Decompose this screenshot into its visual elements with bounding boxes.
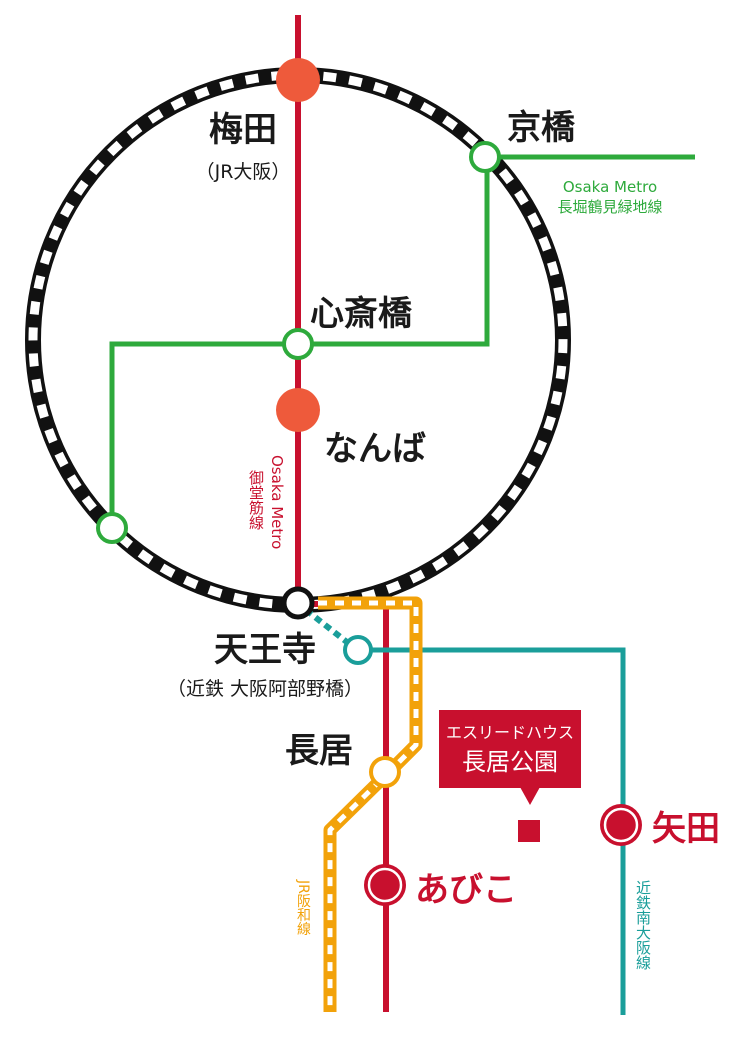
jr-hanwa-line xyxy=(318,596,423,1012)
midosuji-line-label-2: 御堂筋線 xyxy=(247,470,265,530)
tennoji-sublabel: （近鉄 大阪阿部野橋） xyxy=(167,678,363,700)
property-name-line1: エスリードハウス xyxy=(446,723,574,742)
kyobashi-label: 京橋 xyxy=(507,108,575,148)
shinsaibashi-station-marker[interactable] xyxy=(282,328,314,360)
loop-sw-station-marker[interactable] xyxy=(96,512,128,544)
nagahori-line-label-1: Osaka Metro xyxy=(563,178,657,196)
umeda-station-marker[interactable] xyxy=(276,58,320,102)
yata-label: 矢田 xyxy=(652,809,720,849)
namba-station-marker[interactable] xyxy=(276,388,320,432)
midosuji-line xyxy=(295,15,389,1012)
umeda-sublabel: （JR大阪） xyxy=(196,161,291,183)
property-location-marker[interactable] xyxy=(518,820,540,842)
property-name-line2: 長居公園 xyxy=(462,748,558,776)
nagai-station-marker[interactable] xyxy=(369,756,401,788)
abiko-label: あびこ xyxy=(415,870,517,910)
umeda-label: 梅田 xyxy=(209,110,277,150)
kyobashi-station-marker[interactable] xyxy=(469,141,501,173)
kintetsu-line-label: 近鉄南大阪線 xyxy=(634,880,652,970)
nagahori-line-label-2: 長堀鶴見緑地線 xyxy=(557,198,662,216)
tennoji-station-marker[interactable] xyxy=(281,586,315,620)
nagai-label: 長居 xyxy=(285,731,353,771)
property-callout[interactable]: エスリードハウス 長居公園 xyxy=(439,710,581,842)
yata-station-marker[interactable] xyxy=(600,804,642,846)
shinsaibashi-label: 心斎橋 xyxy=(310,294,412,334)
jr-hanwa-line-label: JR阪和線 xyxy=(295,879,311,936)
tennoji-label: 天王寺 xyxy=(214,630,316,670)
nagahori-line xyxy=(109,154,695,528)
abiko-station-marker[interactable] xyxy=(364,864,406,906)
midosuji-line-label-1: Osaka Metro xyxy=(268,455,286,549)
namba-label: なんば xyxy=(324,429,426,469)
kintetsu-abenobashi-station-marker[interactable] xyxy=(343,635,373,665)
